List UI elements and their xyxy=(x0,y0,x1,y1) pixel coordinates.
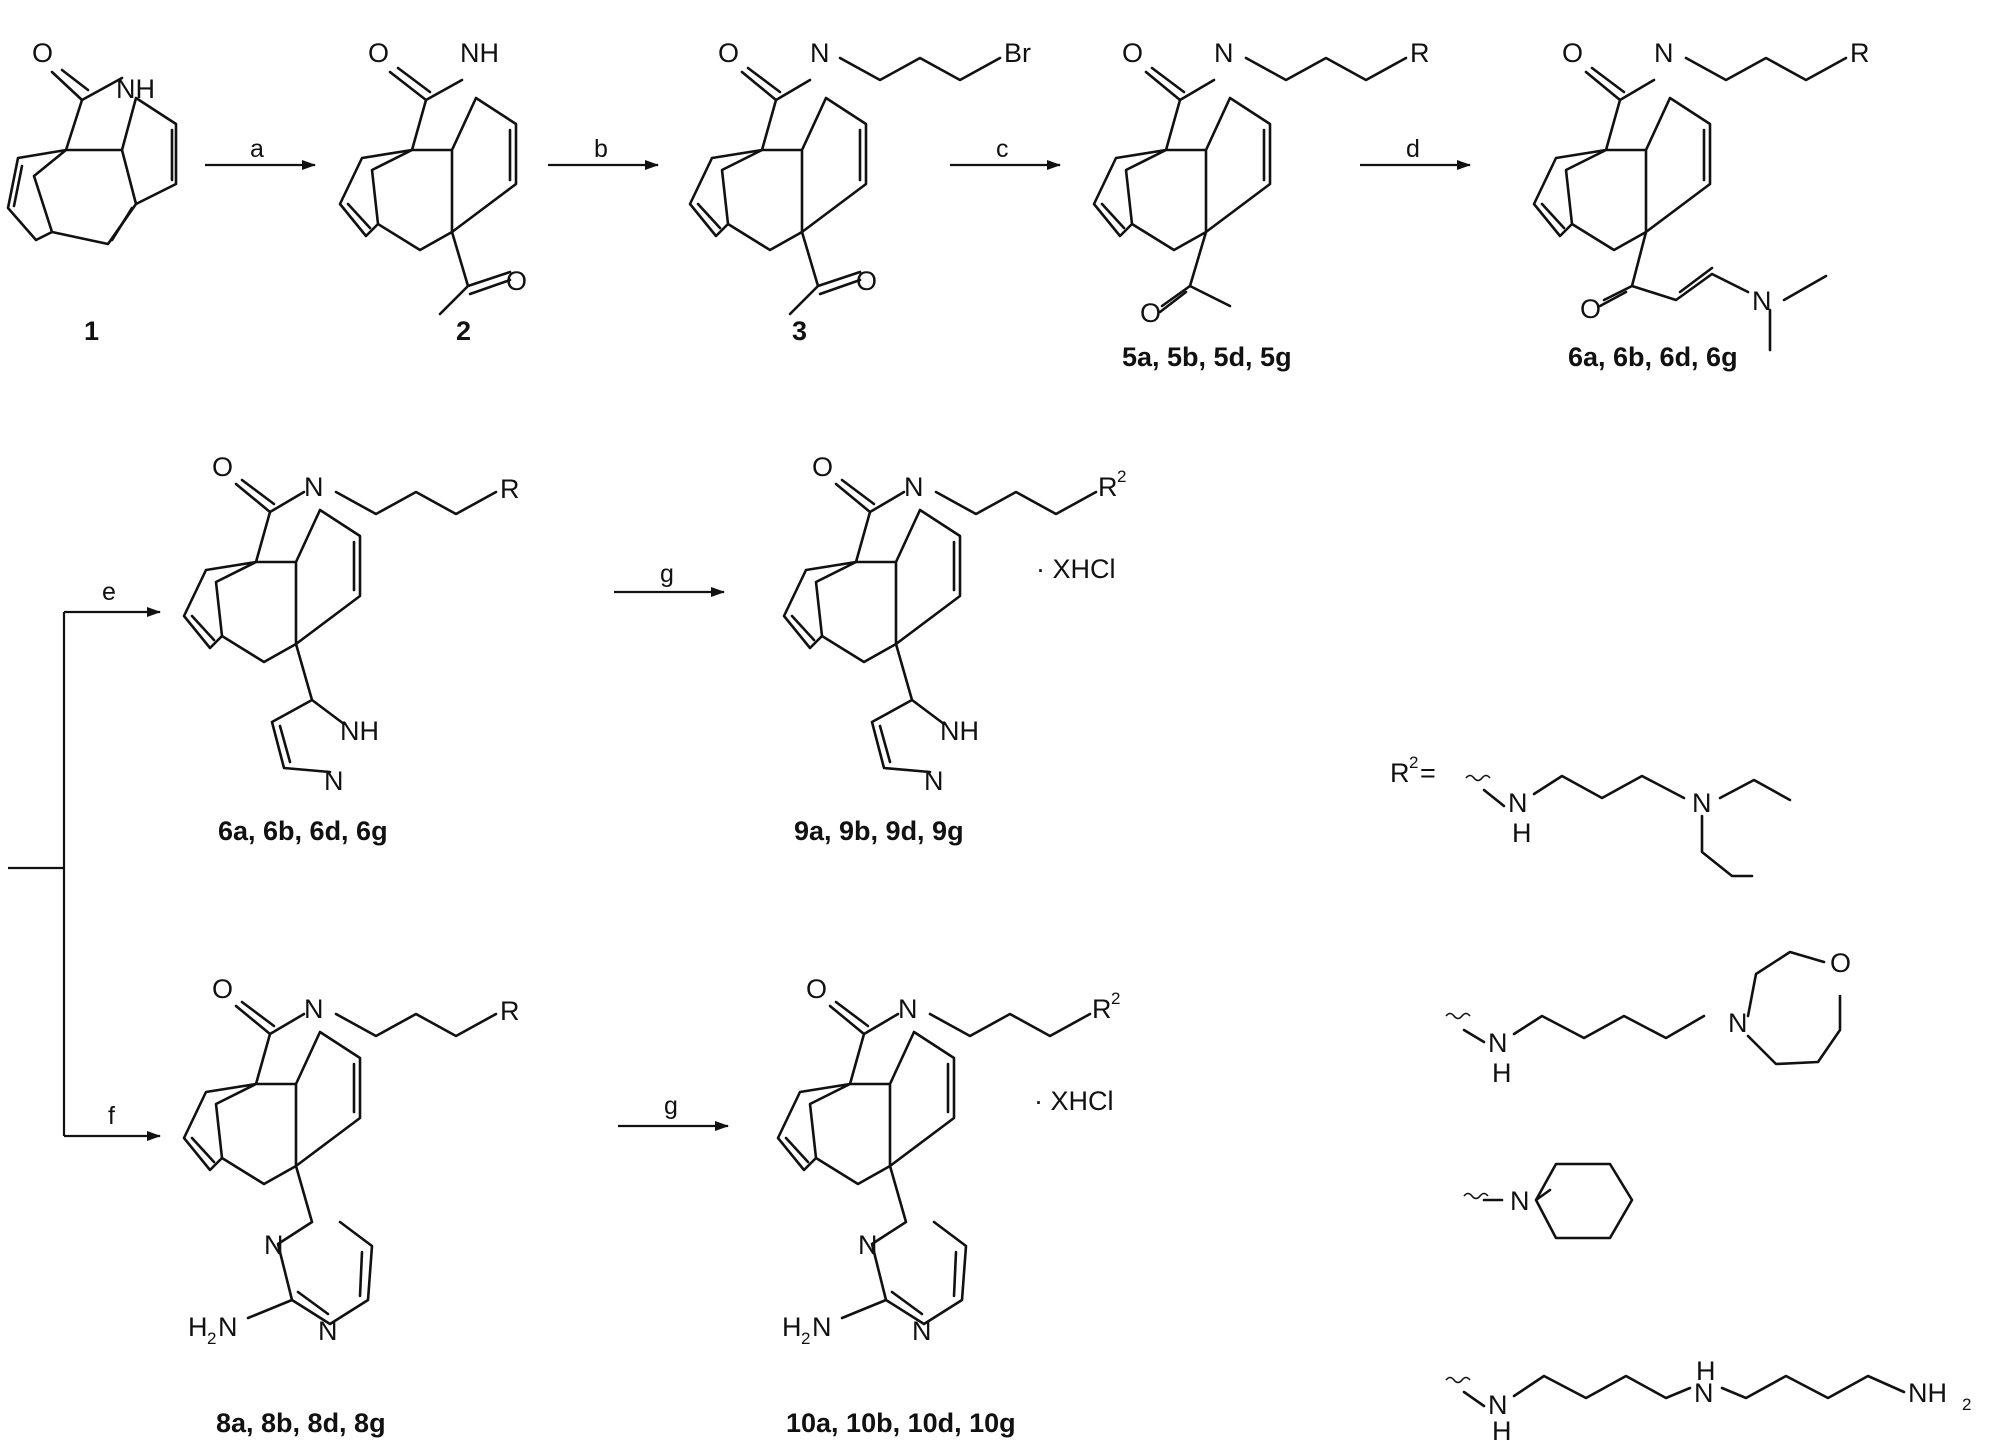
r2-legend: R 2 = N H N N H N O N N xyxy=(1390,753,1971,1442)
compound-label-1: 1 xyxy=(84,316,99,346)
atom-o: O xyxy=(1562,38,1583,68)
atom-n: N xyxy=(1654,38,1674,68)
reagent-label-e: e xyxy=(102,578,116,606)
atom-n: N xyxy=(1510,1186,1530,1216)
atom-h2n: H xyxy=(782,1312,802,1342)
atom-n: N xyxy=(898,994,918,1024)
salt-label: · XHCl xyxy=(1036,554,1116,584)
salt-label: · XHCl xyxy=(1034,1086,1114,1116)
atom-o: O xyxy=(506,266,527,296)
atom-n: N xyxy=(304,994,324,1024)
atom-h: H xyxy=(1492,1058,1512,1088)
atom-r2: R xyxy=(1092,994,1112,1024)
atom-br: Br xyxy=(1004,38,1031,68)
r2-option-aminobutylaminobutylamino: N H H N NH 2 xyxy=(1445,1356,1971,1442)
atom-n: N xyxy=(264,1230,284,1260)
atom-h: H xyxy=(1512,818,1532,848)
atom-o: O xyxy=(1830,948,1851,978)
atom-h2n: H xyxy=(188,1312,208,1342)
compound-5-structure: O N R O xyxy=(1092,38,1430,328)
branch-bracket xyxy=(8,612,66,1136)
atom-o: O xyxy=(812,452,833,482)
reagent-label-g-top: g xyxy=(660,560,674,588)
compound-8-structure: O N R N N H 2 N xyxy=(182,974,520,1348)
compound-label-6: 6a, 6b, 6d, 6g xyxy=(1568,342,1738,372)
atom-n: N xyxy=(218,1312,238,1342)
atom-n: N xyxy=(1752,286,1772,316)
compound-6-pyrazole-structure: O N R NH N xyxy=(182,452,520,796)
atom-n: N xyxy=(812,1312,832,1342)
compound-label-9: 9a, 9b, 9d, 9g xyxy=(794,816,964,846)
compound-label-8: 8a, 8b, 8d, 8g xyxy=(216,1408,386,1438)
compound-label-10: 10a, 10b, 10d, 10g xyxy=(786,1408,1016,1438)
atom-n: N xyxy=(912,1316,932,1346)
r2-option-morpholinobutylamino: N H N O xyxy=(1445,948,1851,1088)
r2-option-diethylaminopropylamino: N H N xyxy=(1465,774,1792,878)
atom-o: O xyxy=(212,974,233,1004)
atom-r2-superscript: 2 xyxy=(1409,753,1418,772)
reagent-label-a: a xyxy=(250,135,264,163)
atom-n: N xyxy=(304,472,324,502)
atom-n: N xyxy=(1694,1378,1714,1408)
atom-n: N xyxy=(1488,1028,1508,1058)
atom-n: N xyxy=(1214,38,1234,68)
atom-o: O xyxy=(856,266,877,296)
reagent-label-b: b xyxy=(594,135,608,163)
r2-option-piperidino: N xyxy=(1463,1162,1634,1240)
compound-9-structure: O N R 2 · XHCl NH N xyxy=(782,452,1126,796)
atom-h: H xyxy=(1696,1356,1716,1386)
atom-o: O xyxy=(212,452,233,482)
atom-n: N xyxy=(904,472,924,502)
compound-label-5: 5a, 5b, 5d, 5g xyxy=(1122,342,1292,372)
atom-o: O xyxy=(718,38,739,68)
r2-equals: = xyxy=(1420,758,1436,788)
atom-r: R xyxy=(500,996,520,1026)
atom-o: O xyxy=(368,38,389,68)
atom-h2n-subscript: 2 xyxy=(801,1329,810,1348)
atom-n: N xyxy=(1728,1008,1748,1038)
reagent-label-c: c xyxy=(996,135,1009,163)
atom-n: N xyxy=(924,766,944,796)
atom-n: N xyxy=(324,766,344,796)
atom-n: N xyxy=(1692,788,1712,818)
atom-o: O xyxy=(32,38,53,68)
atom-h: H xyxy=(1492,1416,1512,1442)
atom-o: O xyxy=(1580,294,1601,324)
reagent-label-f: f xyxy=(108,1102,115,1130)
compound-2-structure: O NH O xyxy=(338,38,527,316)
atom-n: N xyxy=(1508,788,1528,818)
atom-nh: NH xyxy=(1908,1378,1947,1408)
atom-nh2-subscript: 2 xyxy=(1962,1395,1971,1414)
atom-nh: NH xyxy=(340,716,379,746)
atom-r2-superscript: 2 xyxy=(1111,989,1120,1008)
reagent-label-d: d xyxy=(1406,135,1420,163)
atom-nh: NH xyxy=(940,716,979,746)
atom-r: R xyxy=(500,474,520,504)
atom-r2: R xyxy=(1098,472,1118,502)
atom-o: O xyxy=(1140,298,1161,328)
atom-o: O xyxy=(806,974,827,1004)
compound-10-structure: O N R 2 · XHCl N N H 2 N xyxy=(776,974,1120,1348)
compound-1-structure: O NH xyxy=(6,38,178,246)
atom-h2n-subscript: 2 xyxy=(207,1329,216,1348)
atom-n: N xyxy=(858,1230,878,1260)
reagent-label-g-bottom: g xyxy=(664,1092,678,1120)
compound-label-6-pyrazole: 6a, 6b, 6d, 6g xyxy=(218,816,388,846)
compound-6-enaminone-structure: O N R O N xyxy=(1532,38,1870,352)
atom-n: N xyxy=(1488,1390,1508,1420)
atom-nh: NH xyxy=(460,38,499,68)
atom-r: R xyxy=(1410,38,1430,68)
atom-n: N xyxy=(810,38,830,68)
atom-nh: NH xyxy=(116,74,155,104)
compound-label-3: 3 xyxy=(792,316,807,346)
atom-r2-superscript: 2 xyxy=(1117,467,1126,486)
compound-label-2: 2 xyxy=(456,316,471,346)
atom-o: O xyxy=(1122,38,1143,68)
atom-n: N xyxy=(318,1316,338,1346)
atom-r: R xyxy=(1850,38,1870,68)
compound-3-structure: O N Br O xyxy=(688,38,1031,316)
atom-r2: R xyxy=(1390,758,1410,788)
